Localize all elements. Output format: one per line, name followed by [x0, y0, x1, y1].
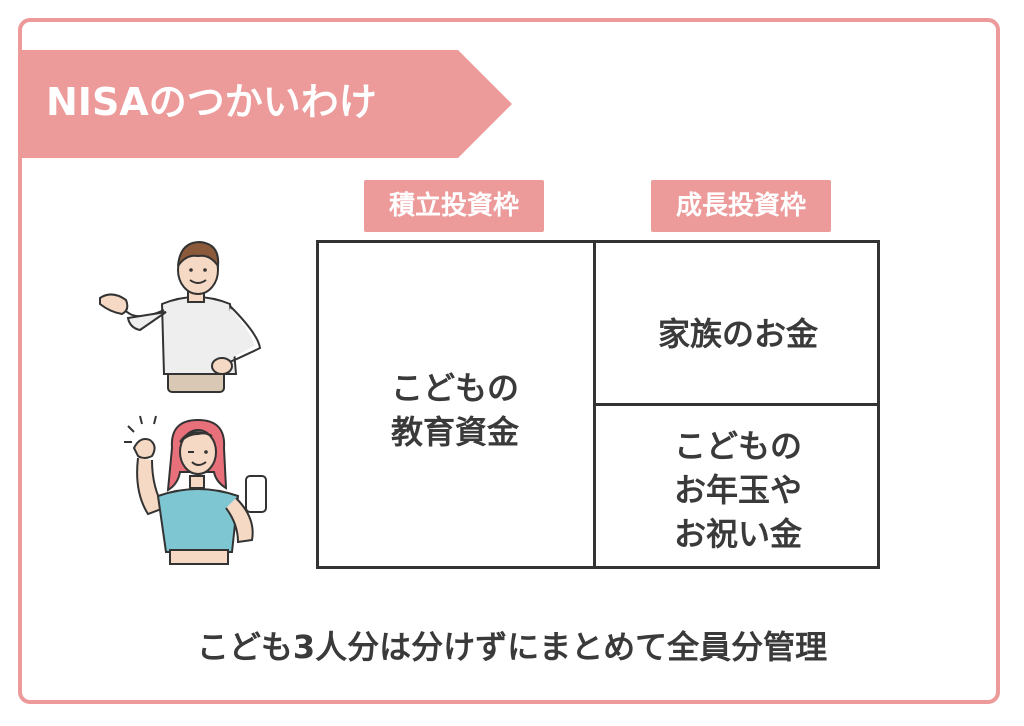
- table-top-border: [316, 240, 880, 243]
- column-label-seicho: 成長投資枠: [651, 180, 831, 232]
- cell-kids-gift-money: こどもの お年玉や お祝い金: [673, 427, 802, 553]
- title-arrow-shape: [22, 50, 512, 158]
- table-middle-divider: [593, 240, 596, 569]
- cell-family-money: 家族のお金: [657, 315, 818, 353]
- column-label-tsumitate: 積立投資枠: [364, 180, 544, 232]
- phone-icon: [245, 475, 267, 513]
- man-pointing-illustration-icon: [99, 240, 262, 393]
- page-title: NISAのつかいわけ: [46, 80, 377, 124]
- footer-note: こども3人分は分けずにまとめて全員分管理: [196, 628, 828, 666]
- table-row-divider: [596, 403, 880, 406]
- table-bottom-border: [316, 566, 880, 569]
- table-left-border: [316, 240, 319, 569]
- woman-ok-gesture-illustration-icon: [124, 415, 267, 565]
- title-banner: NISAのつかいわけ: [22, 50, 512, 158]
- cell-education-fund: こどもの 教育資金: [390, 369, 519, 451]
